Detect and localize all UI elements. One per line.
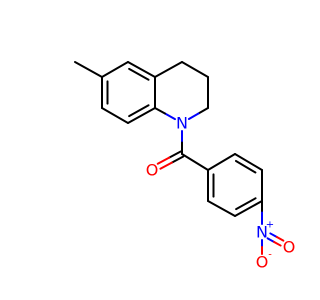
bond-n_ring-ar4 [164,112,177,121]
charge-label-nitro-o2: - [268,250,272,261]
bond-nitro_n-nitro_o1-b [269,232,278,239]
bond-nitro_n-nitro_o1-a [273,240,282,247]
atom-label-nitro-o1: O [283,238,296,257]
bond-ar5-ch2_1 [154,61,183,78]
atom-label-carbonyl-o: O [146,161,159,180]
bond-ch2_3-n_ring [187,112,200,121]
bond-ar2-ar3 [101,107,129,124]
bond-ph3-ph4-inner [235,197,257,211]
bond-ch2_3-n_ring [197,107,209,115]
bond-ch2_1-ch2_2 [181,61,209,78]
bond-ar5-ar6 [127,61,156,78]
bond-ph6-ph1 [207,153,236,171]
bond-ph5-ph6 [234,153,263,171]
atom-label-layer: NON+OO- [146,114,296,272]
bond-ar5-ar6-inner [128,67,150,81]
bond-methyl-ar1 [74,61,103,78]
bond-ph3-ph4 [234,200,263,217]
bond-ar3-ar4 [127,107,156,124]
bond-ph2-ph3 [207,200,236,217]
bond-carbonyl_c-ph1 [181,153,209,171]
bond-ar3-ar4-inner [128,104,150,118]
charge-label-nitro-n: + [266,220,274,231]
atom-label-nitro-o2: O [256,253,269,272]
atom-label-nitro-n: N [256,223,268,242]
molecule-structure: NON+OO- [74,61,296,272]
bond-carbonyl_c-carbonyl_o-b [170,155,185,164]
bond-nitro_n-nitro_o1-b [275,236,285,242]
bond-layer [74,61,285,255]
atom-label-n-ring: N [176,114,188,133]
bond-ar6-ar1 [101,61,129,78]
bond-ph5-ph6-inner [234,159,257,174]
bond-nitro_n-nitro_o1-a [266,237,276,243]
bond-carbonyl_c-carbonyl_o-a [156,156,171,165]
bond-carbonyl_c-carbonyl_o-a [168,150,182,159]
bond-carbonyl_c-carbonyl_o-b [159,161,173,170]
bond-n_ring-ar4 [154,107,167,115]
